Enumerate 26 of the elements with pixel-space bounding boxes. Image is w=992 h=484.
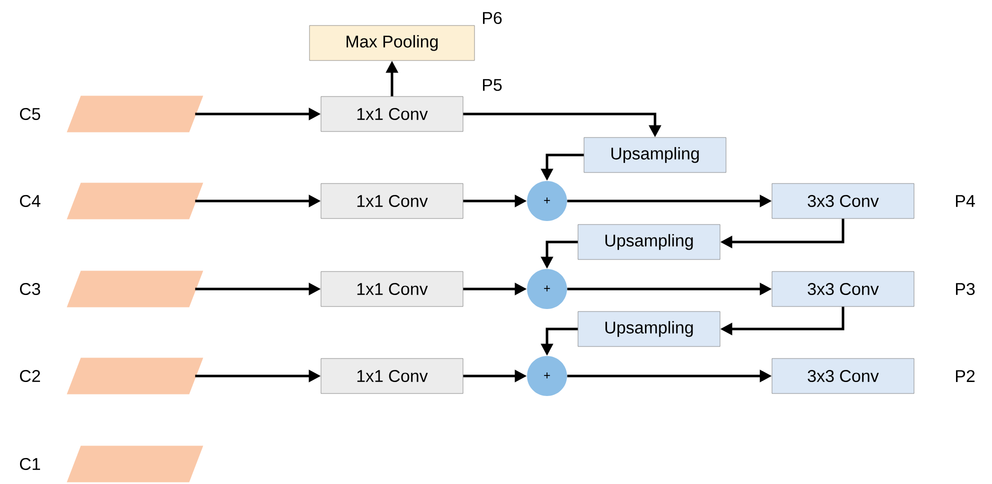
level-label: P5: [483, 79, 502, 91]
conv-box: 1x1 Conv: [320, 358, 464, 394]
feature-map-parallelogram: C3: [20, 270, 204, 308]
conv-box: 1x1 Conv: [320, 96, 464, 132]
level-label: P2: [956, 370, 975, 382]
node-label: C4: [20, 194, 40, 208]
node-label: C2: [20, 370, 40, 382]
node-label: C5: [20, 108, 40, 120]
process-box: Upsampling: [578, 311, 720, 347]
node-label: C1: [20, 458, 40, 470]
level-label: P3: [956, 282, 975, 296]
feature-map-parallelogram: C5: [20, 96, 204, 132]
process-box: 3x3 Conv: [772, 358, 914, 394]
process-box: Upsampling: [578, 224, 720, 260]
conv-box: 1x1 Conv: [320, 183, 464, 219]
feature-map-parallelogram: C1: [20, 446, 204, 482]
node-label: C3: [20, 282, 40, 296]
conv-box: 1x1 Conv: [320, 271, 464, 307]
process-box: 3x3 Conv: [772, 183, 914, 219]
process-box: Upsampling: [584, 137, 726, 173]
level-label: P6: [483, 12, 502, 24]
process-box: 3x3 Conv: [772, 271, 914, 307]
feature-map-parallelogram: C4: [20, 182, 204, 220]
feature-map-parallelogram: C2: [20, 358, 204, 394]
pooling-box: Max Pooling: [309, 25, 475, 61]
level-label: P4: [956, 195, 975, 207]
